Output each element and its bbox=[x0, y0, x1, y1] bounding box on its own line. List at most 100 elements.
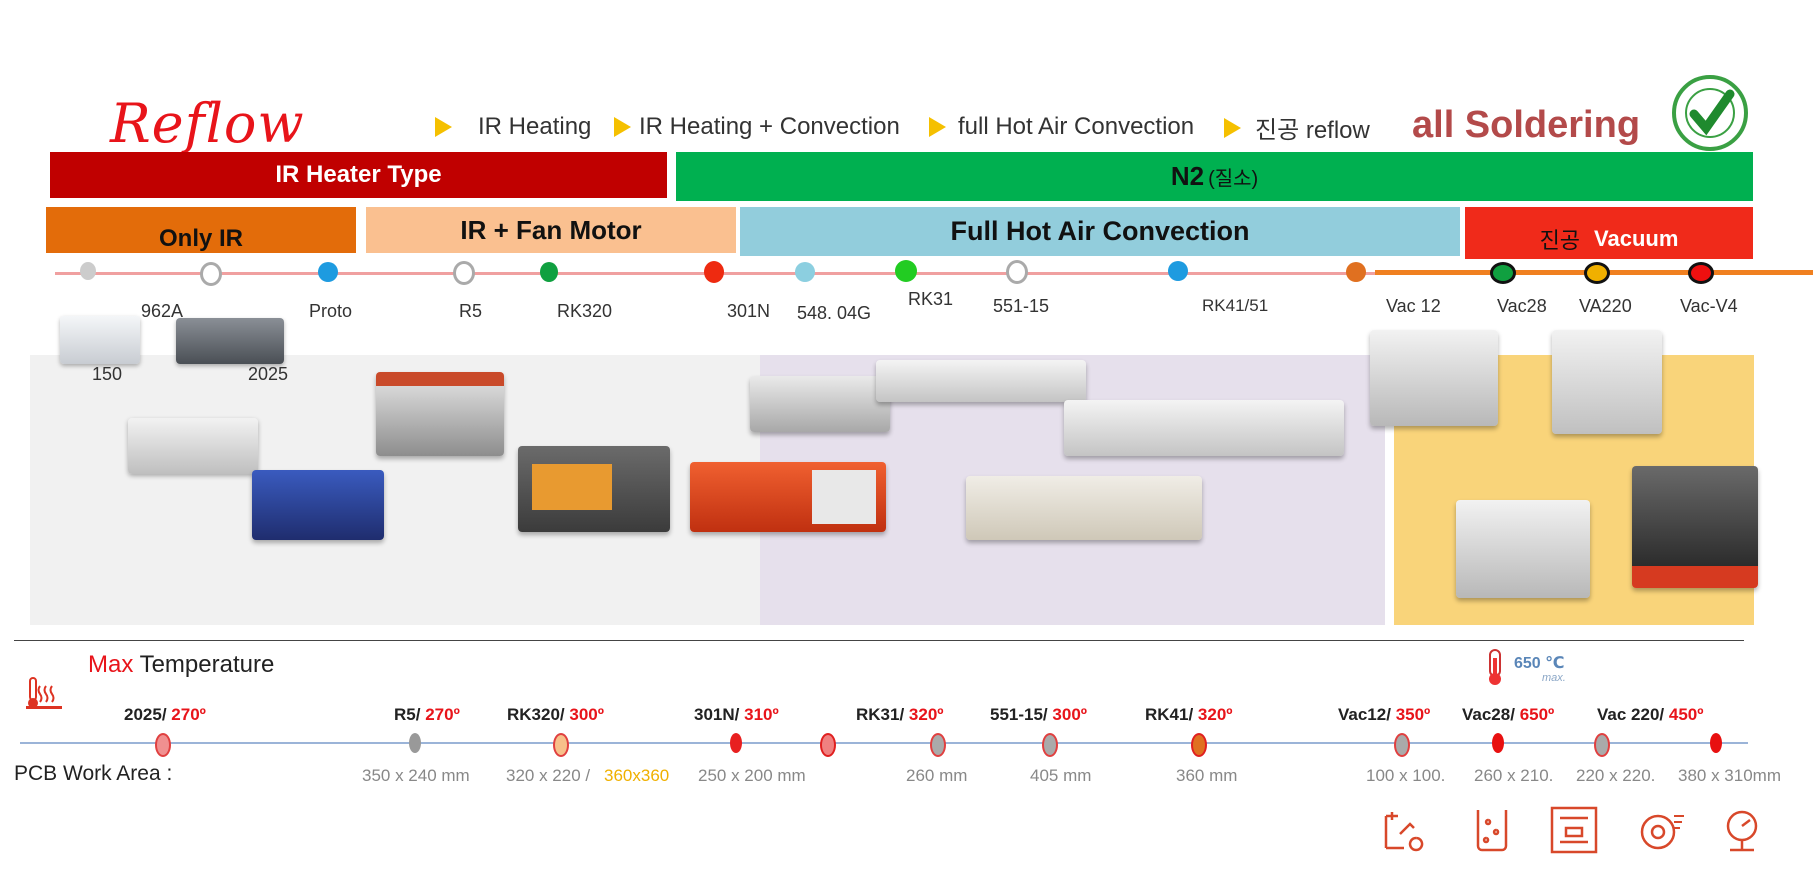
timeline-dot bbox=[1168, 261, 1188, 281]
model-label: 2025 bbox=[248, 364, 289, 384]
n2-bar: N2(질소) bbox=[676, 152, 1753, 201]
model-label: 551-15 bbox=[993, 296, 1050, 316]
temp-label-551-15: 551-15/ 300º bbox=[990, 705, 1087, 724]
work-area-value: 250 x 200 mm bbox=[698, 766, 806, 785]
machine-551-image bbox=[966, 476, 1202, 540]
quality-approved-seal-icon bbox=[1672, 75, 1748, 151]
model-label: RK41/51 bbox=[1202, 296, 1269, 315]
temp-marker bbox=[155, 733, 171, 757]
timeline-dot bbox=[1688, 262, 1714, 284]
temp-label-2025: 2025/ 270º bbox=[124, 705, 206, 724]
model-label: Proto bbox=[309, 301, 353, 321]
temp-marker bbox=[820, 733, 836, 757]
machine-vac28-image bbox=[1552, 330, 1662, 434]
model-label: 962A bbox=[141, 301, 184, 321]
thermometer-650-icon bbox=[1489, 649, 1501, 685]
machine-548-image bbox=[750, 376, 890, 432]
only-ir-bar: Only IR bbox=[46, 207, 356, 253]
temp-label-r5: R5/ 270º bbox=[394, 705, 460, 724]
model-label: Vac 12 bbox=[1386, 296, 1441, 316]
temp-badge: 650 ℃ bbox=[1514, 655, 1565, 672]
timeline-dot bbox=[453, 261, 475, 285]
model-label: 548. 04G bbox=[797, 303, 872, 323]
method-ir-heating: IR Heating bbox=[435, 113, 591, 141]
machine-rk320-image bbox=[518, 446, 670, 532]
work-area-value: 260 x 210. bbox=[1474, 766, 1554, 785]
temp-marker bbox=[1394, 733, 1410, 757]
machine-proto-image bbox=[252, 470, 384, 540]
triangle-bullet-icon bbox=[614, 117, 631, 137]
timeline-dot bbox=[540, 262, 558, 282]
section-divider bbox=[14, 640, 1744, 641]
model-label: VA220 bbox=[1579, 296, 1632, 316]
machine-150-image bbox=[60, 316, 140, 364]
machine-r5-image bbox=[376, 372, 504, 456]
method-full-hot-air: full Hot Air Convection bbox=[929, 113, 1194, 141]
temp-marker bbox=[930, 733, 946, 757]
machine-vac-v4-image bbox=[1632, 466, 1758, 588]
machine-vac12-image bbox=[1370, 330, 1498, 426]
machine-2025-image bbox=[176, 318, 284, 364]
work-area-value: 405 mm bbox=[1030, 766, 1092, 785]
model-label: RK320 bbox=[557, 301, 613, 321]
work-area-value: 100 x 100. bbox=[1366, 766, 1446, 785]
machine-rk31-image bbox=[876, 360, 1086, 402]
temp-marker bbox=[553, 733, 569, 757]
temp-label-rk320: RK320/ 300º bbox=[507, 705, 604, 724]
gauge-icon bbox=[1726, 810, 1758, 852]
temp-label-vac28: Vac28/ 650º bbox=[1462, 705, 1555, 724]
temp-marker bbox=[1594, 733, 1610, 757]
work-area-value: 220 x 220. bbox=[1576, 766, 1656, 785]
timeline-dot bbox=[80, 262, 96, 280]
timeline-dot bbox=[1490, 262, 1516, 284]
timeline-dot bbox=[200, 262, 222, 286]
full-hot-air-bar: Full Hot Air Convection bbox=[740, 207, 1460, 256]
max-temperature-title: Max Temperature bbox=[88, 651, 275, 678]
triangle-bullet-icon bbox=[1224, 117, 1241, 138]
fan-icon bbox=[1640, 814, 1684, 850]
temp-marker bbox=[1042, 733, 1058, 757]
machine-va220-image bbox=[1456, 500, 1590, 598]
temp-marker bbox=[730, 733, 742, 753]
model-label: Vac28 bbox=[1497, 296, 1547, 316]
method-ir-convection: IR Heating + Convection bbox=[614, 113, 900, 141]
timeline-dot bbox=[1006, 260, 1028, 284]
machine-panel bbox=[812, 470, 876, 524]
timeline-dot bbox=[704, 261, 724, 283]
timeline-dot bbox=[795, 262, 815, 282]
machine-962a-image bbox=[128, 418, 258, 474]
temp-label-vac12: Vac12/ 350º bbox=[1338, 705, 1431, 724]
page-title: Reflow bbox=[110, 92, 305, 155]
ir-fan-motor-bar: IR + Fan Motor bbox=[366, 207, 736, 253]
triangle-bullet-icon bbox=[435, 117, 452, 137]
temp-marker bbox=[1710, 733, 1722, 753]
work-area-value: 360 mm bbox=[1176, 766, 1238, 785]
temp-label-301n: 301N/ 310º bbox=[694, 705, 779, 724]
model-label: R5 bbox=[459, 301, 483, 321]
timeline-dot bbox=[318, 262, 338, 282]
timeline-dot bbox=[1584, 262, 1610, 284]
temperature-axis bbox=[20, 742, 1748, 744]
model-label: 301N bbox=[727, 301, 771, 321]
temp-badge-sub: max. bbox=[1542, 672, 1566, 684]
timeline-dot bbox=[1346, 262, 1366, 282]
temp-label-rk31: RK31/ 320º bbox=[856, 705, 944, 724]
timeline-dot bbox=[895, 260, 917, 282]
work-area-value: 380 x 310mm bbox=[1678, 766, 1781, 785]
machine-rk41-image bbox=[1064, 400, 1344, 456]
vacuum-pump-icon bbox=[1384, 812, 1424, 852]
triangle-bullet-icon bbox=[929, 117, 946, 137]
temp-label-rk41: RK41/ 320º bbox=[1145, 705, 1233, 724]
model-label: Vac-V4 bbox=[1680, 296, 1738, 316]
model-label: 150 bbox=[92, 364, 123, 384]
work-area-value: 350 x 240 mm bbox=[362, 766, 470, 785]
work-area-value: 260 mm bbox=[906, 766, 968, 785]
method-vacuum-reflow: 진공 reflow bbox=[1224, 110, 1370, 145]
beaker-icon bbox=[1476, 810, 1508, 852]
machine-window bbox=[532, 464, 612, 510]
brand-name: all Soldering bbox=[1412, 104, 1641, 146]
work-area-value: 360x360 bbox=[604, 766, 670, 785]
temp-marker bbox=[1492, 733, 1504, 753]
temp-label-vac220: Vac 220/ 450º bbox=[1597, 705, 1704, 724]
